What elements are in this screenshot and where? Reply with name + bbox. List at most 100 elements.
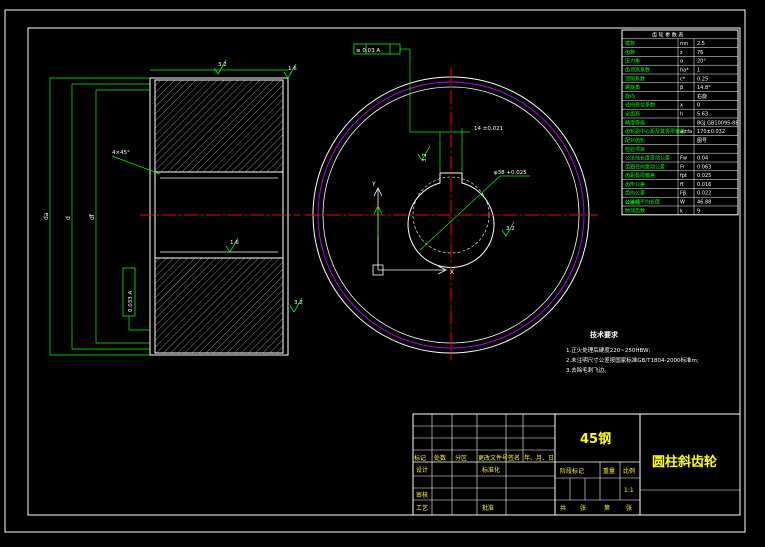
param-name: 齿顶高系数 <box>625 67 650 74</box>
param-name: 齿轮副中心距及其极限偏差 <box>625 128 685 135</box>
param-symbol: α <box>680 59 684 65</box>
svg-text:签名: 签名 <box>508 454 520 462</box>
param-value: 0.25 <box>697 76 708 82</box>
param-value: 9 <box>697 208 700 214</box>
svg-text:1.6: 1.6 <box>288 66 297 72</box>
svg-text:第: 第 <box>604 504 610 512</box>
svg-text:阶段标记: 阶段标记 <box>560 467 584 475</box>
svg-text:更改文件号: 更改文件号 <box>478 454 508 462</box>
param-value: 46.88 <box>697 200 711 206</box>
roughness-symbol-front-bore: 3.2 <box>501 221 515 237</box>
svg-text:3.2: 3.2 <box>218 62 227 68</box>
hatch-bottom <box>154 257 284 354</box>
tech-line-3: 3.去除毛刺飞边。 <box>566 366 610 374</box>
bore-note: φ38 +0.025 <box>494 170 527 176</box>
param-name: 齿形公差 <box>625 181 645 188</box>
keyway-dim: 14 ±0.021 <box>474 126 503 132</box>
param-value: 20° <box>697 59 706 65</box>
gear-profile <box>149 77 289 356</box>
dim-df: df <box>89 213 96 220</box>
tech-requirements: 技术要求 1.正火处理后硬度220~250HBW; 2.未注明尺寸公差按国家标准… <box>566 330 699 374</box>
param-value: 170±0.032 <box>697 129 725 135</box>
param-name: 公法线平均长度 <box>625 199 660 206</box>
param-symbol: fpt <box>680 173 687 179</box>
param-symbol: Fr <box>680 164 686 170</box>
svg-text:1.6: 1.6 <box>230 240 239 246</box>
param-value: 8GJ GB10095-88 <box>697 120 739 126</box>
inner-frame <box>27 27 741 516</box>
param-value: 右旋 <box>697 93 707 100</box>
svg-text:重量: 重量 <box>603 467 615 475</box>
param-table-title: 齿 轮 参 数 表 <box>652 32 683 39</box>
param-value: 0 <box>697 103 700 109</box>
outer-border <box>4 9 746 533</box>
param-name: 螺旋角 <box>625 84 640 91</box>
param-name: 精度等级 <box>625 119 645 126</box>
roughness-symbol-right: 1.6 <box>283 63 297 79</box>
svg-text:标准化: 标准化 <box>482 466 500 474</box>
param-value: 0.04 <box>697 156 708 162</box>
param-symbol: k <box>680 208 683 214</box>
param-name: 跨测齿数 <box>625 207 645 214</box>
svg-text:3.2: 3.2 <box>506 226 515 232</box>
param-name: 顶隙系数 <box>625 75 645 82</box>
param-value: 0.022 <box>697 191 711 197</box>
svg-text:共: 共 <box>560 504 566 512</box>
tech-line-2: 2.未注明尺寸公差按国家标准GB/T1804-2000标准m; <box>566 356 699 364</box>
chamfer-note: 4×45° <box>112 150 130 156</box>
param-name: 旋向 <box>625 93 635 100</box>
param-name: 模数 <box>625 40 635 47</box>
param-value: 14.8° <box>697 85 711 91</box>
tech-line-1: 1.正火处理后硬度220~250HBW; <box>566 346 651 354</box>
param-symbol: z <box>680 50 683 56</box>
param-value: 1 <box>697 68 700 74</box>
svg-text:张: 张 <box>580 504 586 512</box>
ucs-axis: Y X <box>371 181 454 276</box>
param-value: 5.63 <box>697 112 708 118</box>
param-symbol: ha* <box>680 68 689 74</box>
svg-text:X: X <box>450 269 454 276</box>
param-name: 齿圈径向跳动公差 <box>625 163 665 170</box>
param-name: 齿距极限偏差 <box>625 172 655 179</box>
param-value: 76 <box>697 50 703 56</box>
param-value: 0.016 <box>697 182 711 188</box>
group-label-tolerance: 公差组 <box>625 199 640 206</box>
datum-symbol-box: ≡ 0.03 A <box>353 43 411 58</box>
material-label: 45钢 <box>580 431 611 447</box>
param-symbol: a±fa <box>680 129 692 135</box>
roughness-symbol-keyway: 3.2 <box>417 145 431 162</box>
svg-text:审核: 审核 <box>416 491 428 499</box>
hatch-top <box>154 79 284 173</box>
param-name: 配对齿轮 <box>625 137 645 144</box>
roughness-symbol-top: 3.2 <box>213 59 227 75</box>
title-block: 45钢 圆柱斜齿轮 标记 处数 分区 更改文件号 签名 年、月、日 设计 审核 … <box>412 413 741 516</box>
roughness-symbol-bottom: 3.2 <box>289 297 303 313</box>
dim-d: d <box>65 216 72 220</box>
param-name: 压力角 <box>625 58 640 65</box>
param-value: 0.025 <box>697 173 711 179</box>
svg-text:批准: 批准 <box>482 504 494 512</box>
svg-text:年、月、日: 年、月、日 <box>524 454 554 462</box>
section-view: da d df 4×45° 3.2 1.6 1.6 3.2 0.033 A <box>43 59 303 356</box>
param-name: 齿数 <box>625 49 635 56</box>
param-value: 0.063 <box>697 164 711 170</box>
param-name: 齿向公差 <box>625 190 645 197</box>
svg-text:≡ 0.03 A: ≡ 0.03 A <box>356 48 380 54</box>
param-symbol: Fw <box>680 156 687 162</box>
svg-text:设计: 设计 <box>416 466 428 474</box>
param-symbol: Fβ <box>680 191 686 197</box>
front-view: 14 ±0.021 ≡ 0.03 A φ38 +0.025 3.2 3.2 <box>305 43 598 360</box>
tech-title: 技术要求 <box>590 330 619 339</box>
param-value: 图号 <box>697 138 707 144</box>
svg-text:3.2: 3.2 <box>422 153 428 162</box>
param-symbol: c* <box>680 76 686 82</box>
param-symbol: x <box>680 103 683 109</box>
part-name: 圆柱斜齿轮 <box>652 454 717 470</box>
svg-text:比例: 比例 <box>623 467 635 475</box>
group-label-inspection: 检验项目 <box>625 146 645 153</box>
param-name: 径向变位系数 <box>625 102 655 109</box>
param-value: 2.5 <box>697 41 705 47</box>
param-symbol: W <box>680 200 685 206</box>
